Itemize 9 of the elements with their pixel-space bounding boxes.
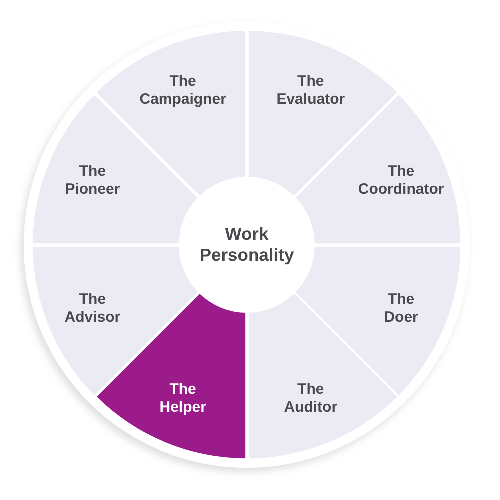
segment-label: The Coordinator: [358, 163, 444, 200]
segment-label: The Auditor: [284, 381, 338, 418]
segment-label: The Evaluator: [276, 72, 346, 109]
segment-label: The Campaigner: [140, 72, 226, 109]
segment-label: The Helper: [160, 381, 206, 418]
center-label: Work Personality: [200, 224, 294, 266]
segment-label: The Pioneer: [65, 163, 120, 200]
segment-label: The Advisor: [64, 290, 121, 327]
segment-label: The Doer: [384, 290, 418, 327]
